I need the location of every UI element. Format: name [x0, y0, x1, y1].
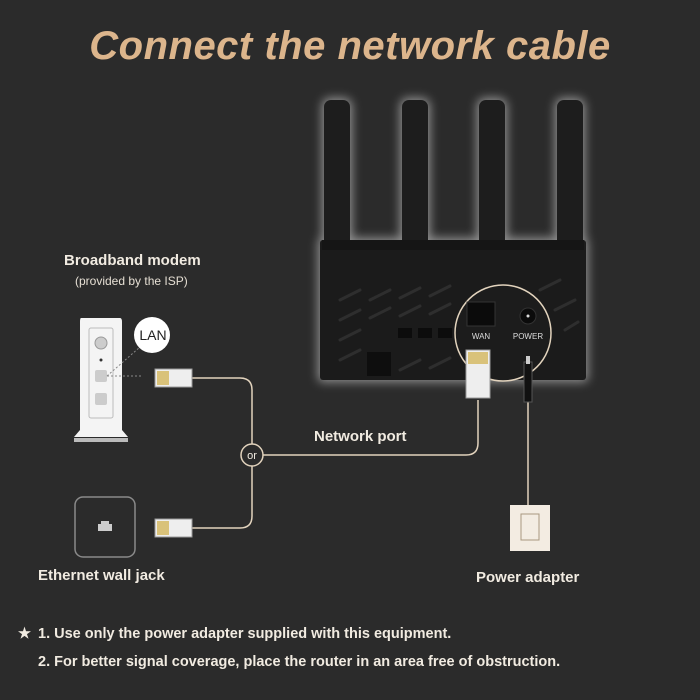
page-title: Connect the network cable: [89, 24, 611, 68]
note-item: ★1. Use only the power adapter supplied …: [18, 620, 560, 648]
or-label: or: [247, 450, 257, 462]
lan-port: [398, 328, 412, 338]
rj45-plug-icon: [465, 349, 491, 399]
lan-label: LAN: [139, 327, 166, 343]
wan-port: [466, 301, 496, 327]
lan-port: [438, 328, 452, 338]
modem-label: Broadband modem: [64, 252, 201, 269]
antenna: [402, 100, 428, 248]
power-adapter-label: Power adapter: [476, 569, 580, 586]
network-cable: [192, 377, 479, 529]
ethernet-wall-jack-icon: [74, 496, 136, 558]
antenna: [324, 100, 350, 248]
power-label: POWER: [513, 332, 543, 341]
antenna: [479, 100, 505, 248]
note-item: 2. For better signal coverage, place the…: [38, 654, 561, 670]
rj45-plug-icon: [154, 518, 193, 538]
lan-badge: [134, 317, 170, 353]
network-port-label: Network port: [314, 428, 407, 445]
notes: ★1. Use only the power adapter supplied …: [18, 620, 560, 676]
lan-port: [418, 328, 432, 338]
power-cable: [523, 356, 533, 505]
wan-label: WAN: [472, 332, 491, 341]
modem-icon: [74, 317, 170, 442]
wall-jack-label: Ethernet wall jack: [38, 567, 165, 584]
reset-button: [367, 352, 391, 376]
antenna: [557, 100, 583, 248]
rj45-plug-icon: [154, 368, 193, 388]
power-adapter-icon: [510, 505, 550, 551]
router: [320, 100, 586, 382]
or-badge: [240, 443, 264, 467]
star-icon: ★: [18, 626, 31, 642]
modem-sublabel: (provided by the ISP): [75, 274, 188, 288]
